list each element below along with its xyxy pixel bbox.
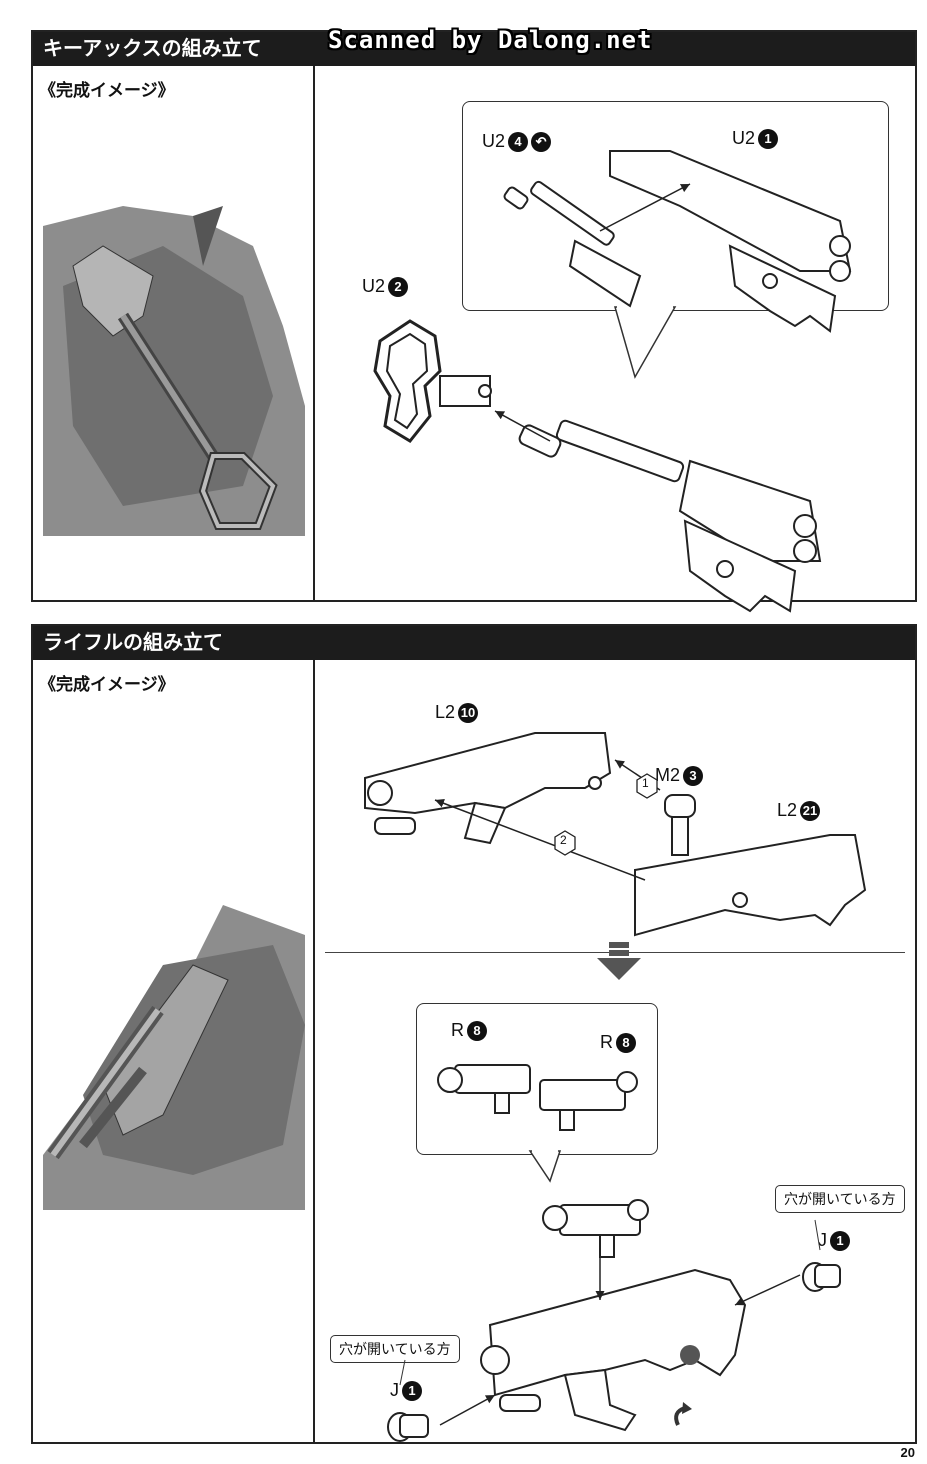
callout-pointer: [614, 305, 677, 379]
assembly-arrows-bottom: [399, 1219, 821, 1426]
completed-image-panel: 《完成イメージ》: [33, 66, 315, 600]
section-key-axe: キーアックスの組み立て 《完成イメージ》 U2 4 ↶: [31, 30, 917, 613]
rotate-arrow-icon: [674, 1402, 692, 1426]
part-label-j1-b: J 1: [818, 1230, 850, 1251]
section-title: キーアックスの組み立て: [33, 32, 915, 66]
key-axe-photo: [43, 206, 305, 536]
step-number-1: 1: [642, 776, 649, 790]
r8-front-part: [437, 1064, 531, 1114]
part-number-badge: 2: [388, 276, 409, 297]
u2-4-barrel-part: [503, 180, 642, 308]
assembly-arrows: [494, 183, 691, 442]
down-arrow-icon: [597, 942, 641, 980]
part-number-badge: 1: [402, 1380, 422, 1401]
assembled-r8-part: [542, 1199, 649, 1258]
rifle-photo: [43, 905, 305, 1210]
part-number-badge: 8: [467, 1020, 487, 1041]
part-number-badge: 8: [616, 1032, 636, 1053]
hole-open-side-tag-left: 穴が開いている方: [330, 1335, 460, 1363]
assembled-key-axe-part: [518, 419, 822, 613]
completed-image-label: 《完成イメージ》: [39, 675, 175, 695]
part-label-u2-1: U2 1: [732, 128, 779, 149]
r8-rear-part: [539, 1071, 638, 1131]
callout-pointer: [528, 1149, 562, 1183]
cut-icon: ↶: [531, 131, 552, 152]
hole-open-side-tag-right: 穴が開いている方: [775, 1185, 905, 1213]
u2-1-receiver-part: [609, 150, 852, 333]
l2-21-cover-part: [634, 834, 867, 937]
part-label-l2-10: L2 10: [435, 702, 479, 723]
j1-cap-part-left: [387, 1412, 429, 1442]
part-number-badge: 3: [683, 765, 704, 786]
part-number-badge: 1: [830, 1230, 850, 1251]
step-number-2: 2: [560, 833, 567, 847]
l2-10-frame-part: [364, 732, 612, 845]
page-number: 20: [900, 1445, 915, 1460]
part-label-u2-4: U2 4 ↶: [482, 131, 552, 152]
assembly-diagram-panel: L2 10 M2 3 L2 21: [315, 660, 915, 1442]
completed-image-panel: 《完成イメージ》: [33, 660, 315, 1442]
m2-3-connector-part: [664, 794, 696, 856]
part-number-badge: 21: [800, 800, 821, 821]
part-label-u2-2: U2 2: [362, 276, 409, 297]
section-title: ライフルの組み立て: [33, 626, 915, 660]
part-number-badge: 4: [508, 131, 529, 152]
u2-2-handle-part: [373, 319, 492, 443]
rifle-body-part: [480, 1268, 747, 1432]
step-arrows-top: [434, 759, 661, 881]
part-label-r8-a: R 8: [451, 1020, 487, 1041]
j1-cap-part-right: [802, 1262, 841, 1292]
assembly-diagram-panel: U2 4 ↶ U2 1 U2 2: [315, 66, 915, 613]
part-label-m2-3: M2 3: [655, 765, 704, 786]
part-label-l2-21: L2 21: [777, 800, 821, 821]
part-label-j1-a: J 1: [390, 1380, 422, 1401]
completed-image-label: 《完成イメージ》: [39, 81, 175, 101]
watermark: Scanned by Dalong.net: [328, 26, 653, 54]
part-number-badge: 10: [458, 702, 479, 723]
section-rifle: ライフルの組み立て 《完成イメージ》 L2 10 M2 3 L2 21: [31, 624, 917, 1444]
part-number-badge: 1: [758, 128, 779, 149]
part-label-r8-b: R 8: [600, 1032, 636, 1053]
